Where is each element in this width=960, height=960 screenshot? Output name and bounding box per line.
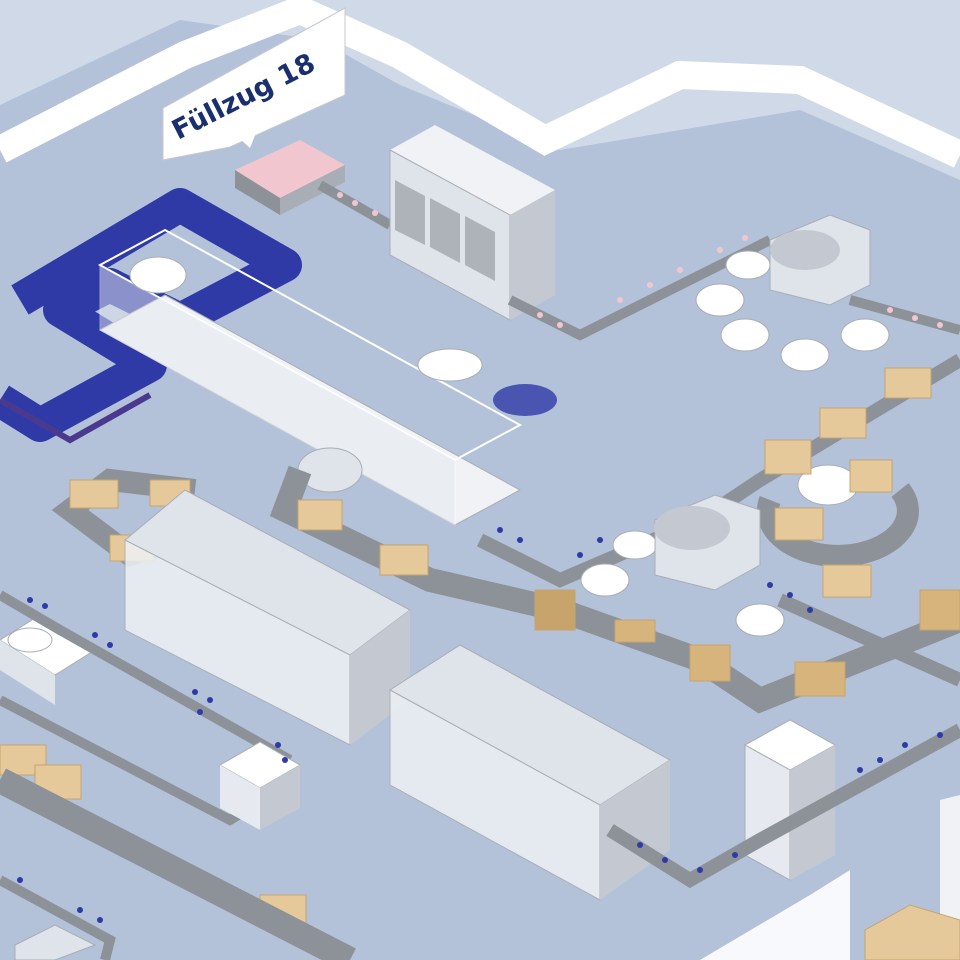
filling-machine <box>389 125 555 321</box>
box-pallet <box>864 904 960 960</box>
conveyor-belt-left-upper <box>0 590 293 765</box>
labeling-machine <box>0 614 96 705</box>
conveyor-belt-bottom-left <box>0 768 356 960</box>
conveyor-belt-right-lower <box>777 593 960 687</box>
capping-carousel-center <box>580 494 785 637</box>
bottom-machine <box>14 924 97 960</box>
cap-feeder-bowls <box>417 348 557 416</box>
conveyor-belt-bottom <box>0 875 116 960</box>
fence-panel <box>700 870 850 960</box>
capping-carousel-top <box>695 214 890 372</box>
glass-filling-line <box>97 228 523 526</box>
blue-bottles <box>17 527 943 923</box>
conveyor-belt-pink-2 <box>507 235 773 341</box>
packing-station-2 <box>389 644 671 901</box>
conveyor-belt-right-loop <box>757 483 919 567</box>
pink-bottles <box>337 192 943 328</box>
conveyor-belt-lower-right <box>606 723 960 889</box>
cardboard-boxes <box>0 367 960 928</box>
small-booth-left <box>218 741 302 830</box>
